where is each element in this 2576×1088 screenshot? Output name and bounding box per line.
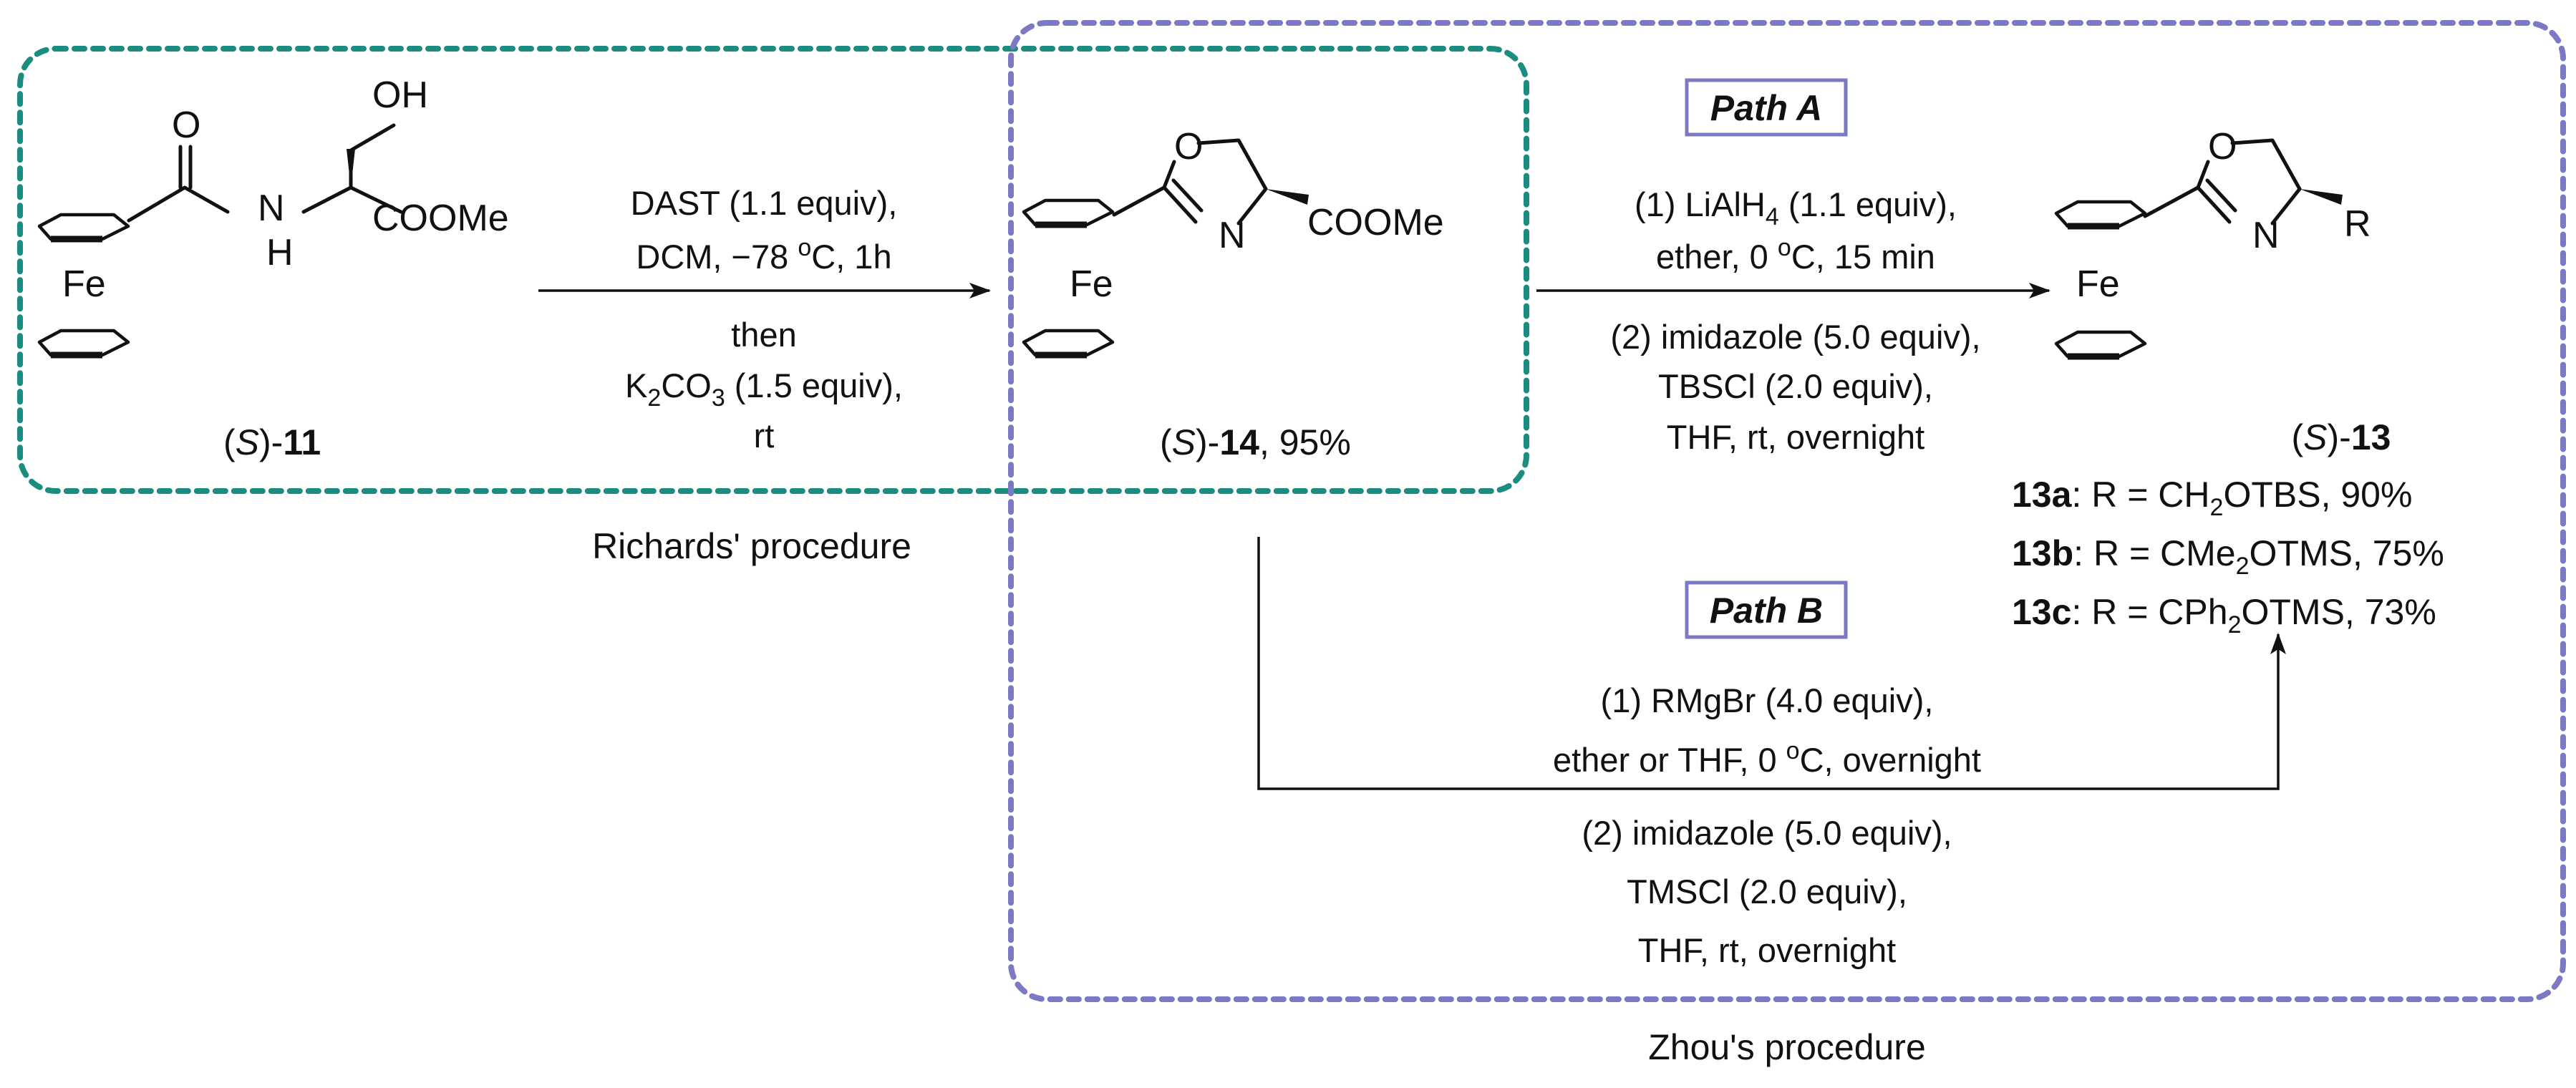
svg-text:(1) LiAlH4 (1.1 equiv),: (1) LiAlH4 (1.1 equiv), xyxy=(1635,185,1957,230)
skeleton-11 xyxy=(127,123,403,223)
svg-text:THF, rt, overnight: THF, rt, overnight xyxy=(1638,931,1896,969)
amide-h-11: H xyxy=(266,232,294,273)
ester-11: COOMe xyxy=(372,198,509,239)
product-13c: 13c: R = CPh2OTMS, 73% xyxy=(2012,592,2436,638)
svg-text:then: then xyxy=(731,316,796,354)
svg-text:K2CO3 (1.5 equiv),: K2CO3 (1.5 equiv), xyxy=(625,366,903,412)
r-group-13: R xyxy=(2344,203,2371,245)
svg-text:DAST (1.1 equiv),: DAST (1.1 equiv), xyxy=(631,184,898,222)
ring-o-13: O xyxy=(2208,126,2237,167)
path-b-arrow xyxy=(1257,537,2286,790)
path-b-box xyxy=(1685,581,1848,639)
path-a-box xyxy=(1685,78,1848,137)
ring-n-13: N xyxy=(2252,215,2280,256)
zhou-label: Zhou's procedure xyxy=(1648,1027,1926,1067)
fe-atom-11: Fe xyxy=(62,263,106,305)
fe-atom-13: Fe xyxy=(2076,263,2120,305)
svg-text:ether, 0 oC, 15 min: ether, 0 oC, 15 min xyxy=(1656,234,1935,276)
ester-14: COOMe xyxy=(1307,202,1444,243)
svg-text:(2) imidazole (5.0 equiv),: (2) imidazole (5.0 equiv), xyxy=(1610,318,1980,356)
step1-conditions: DAST (1.1 equiv), DCM, −78 oC, 1h then K… xyxy=(625,184,903,455)
path-b-label: Path B xyxy=(1710,591,1823,631)
svg-text:DCM, −78 oC, 1h: DCM, −78 oC, 1h xyxy=(636,234,891,276)
richards-procedure-box xyxy=(17,46,1529,494)
svg-text:TBSCl (2.0 equiv),: TBSCl (2.0 equiv), xyxy=(1658,367,1933,405)
path-a-conditions: (1) LiAlH4 (1.1 equiv), ether, 0 oC, 15 … xyxy=(1610,185,1980,456)
hydroxyl-11: OH xyxy=(372,74,428,116)
ferrocene-11: Fe xyxy=(37,213,130,359)
compound-13: Fe O N R (S)-13 13a: R = CH2OTBS, 90% 13… xyxy=(2012,126,2444,638)
compound-label-11: (S)-11 xyxy=(223,422,321,462)
compound-label-14: (S)-14, 95% xyxy=(1160,422,1351,462)
amide-n-11: N xyxy=(258,188,285,229)
compound-11: Fe O OH N H COOMe (S)-11 xyxy=(37,74,509,462)
svg-text:TMSCl (2.0 equiv),: TMSCl (2.0 equiv), xyxy=(1627,873,1907,910)
ferrocene-13: Fe xyxy=(2054,200,2147,360)
richards-label: Richards' procedure xyxy=(592,526,911,566)
product-13b: 13b: R = CMe2OTMS, 75% xyxy=(2012,533,2444,580)
svg-text:ether or THF, 0 oC, overnight: ether or THF, 0 oC, overnight xyxy=(1553,737,1981,779)
svg-text:THF, rt, overnight: THF, rt, overnight xyxy=(1667,418,1924,456)
svg-text:(2) imidazole (5.0 equiv),: (2) imidazole (5.0 equiv), xyxy=(1582,814,1952,852)
ring-n-14: N xyxy=(1219,215,1246,256)
path-b-conditions: (1) RMgBr (4.0 equiv), ether or THF, 0 o… xyxy=(1553,681,1981,969)
ring-o-14: O xyxy=(1174,126,1203,167)
compound-14: Fe O N COOMe (S)-14, 95% xyxy=(1022,126,1444,462)
fe-atom-14: Fe xyxy=(1070,263,1113,305)
oxazoline-ring-13 xyxy=(2143,138,2343,225)
svg-text:(1) RMgBr (4.0 equiv),: (1) RMgBr (4.0 equiv), xyxy=(1601,681,1934,719)
svg-text:rt: rt xyxy=(754,417,775,455)
ferrocene-14: Fe xyxy=(1022,198,1115,359)
oxazoline-ring-14 xyxy=(1112,138,1309,225)
product-13a: 13a: R = CH2OTBS, 90% xyxy=(2012,475,2412,521)
path-a-label: Path A xyxy=(1710,88,1823,128)
compound-label-13: (S)-13 xyxy=(2292,417,2391,457)
zhou-procedure-box xyxy=(1008,20,2566,1002)
carbonyl-o-11: O xyxy=(172,105,200,146)
